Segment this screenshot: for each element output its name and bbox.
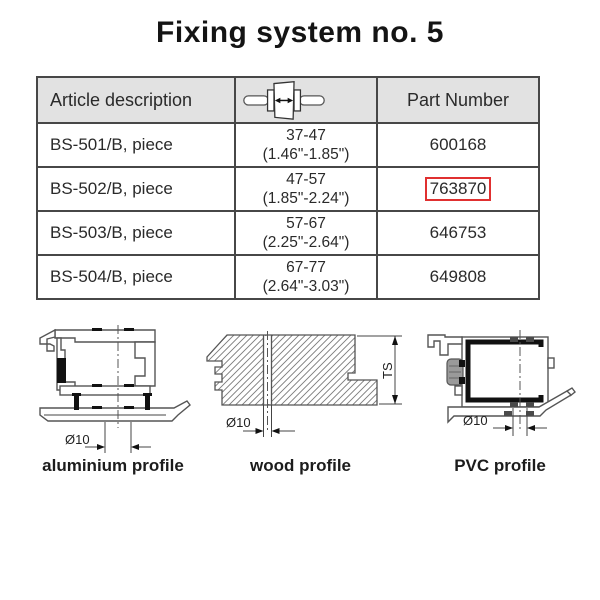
width-range-fixing-icon (243, 81, 325, 120)
steel-reinforcement (465, 339, 544, 403)
aluminium-profile-caption: aluminium profile (42, 456, 184, 475)
diameter-dimension: Ø10 (65, 422, 151, 453)
pvc-profile-caption: PVC profile (454, 456, 546, 475)
table-header-row: Article description Part Number (36, 76, 540, 124)
part-number-cell: 763870 (376, 166, 540, 212)
aluminium-profile-diagram: Ø10 (39, 325, 191, 453)
pvc-profile-diagram: Ø10 (427, 330, 576, 436)
range-inches: (2.25"-2.64") (262, 234, 350, 251)
table-row: BS-504/B, piece 67-77 (2.64"-3.03") 6498… (36, 254, 540, 300)
part-number-cell: 649808 (376, 254, 540, 300)
ts-label: TS (380, 362, 395, 379)
wood-section (206, 334, 378, 406)
range-mm: 57-67 (286, 215, 326, 232)
aluminium-frame-outline (39, 328, 191, 422)
range-mm: 37-47 (286, 127, 326, 144)
range-cell: 57-67 (2.25"-2.64") (234, 210, 378, 256)
range-inches: (1.85"-2.24") (262, 190, 350, 207)
wood-profile-diagram: TS Ø10 (206, 331, 402, 437)
hinge-connector (446, 358, 465, 386)
range-cell: 37-47 (1.46"-1.85") (234, 122, 378, 168)
parts-table: Article description Part Number BS-501/B… (36, 76, 540, 300)
diameter-dimension: Ø10 (226, 415, 295, 434)
header-part-number: Part Number (376, 76, 540, 124)
diameter-dimension: Ø10 (463, 408, 547, 436)
ts-dimension: TS (357, 335, 402, 405)
range-mm: 47-57 (286, 171, 326, 188)
gasket-hatch-marks (92, 328, 134, 409)
highlighted-part-number: 763870 (424, 177, 492, 201)
range-mm: 67-77 (286, 259, 326, 276)
part-number-cell: 600168 (376, 122, 540, 168)
screws (72, 393, 152, 410)
pvc-frame-outline (427, 334, 576, 424)
article-cell: BS-502/B, piece (36, 166, 236, 212)
range-inches: (1.46"-1.85") (262, 146, 350, 163)
gasket-marks (504, 337, 534, 416)
table-row: BS-501/B, piece 37-47 (1.46"-1.85") 6001… (36, 122, 540, 168)
wood-profile-caption: wood profile (249, 456, 352, 475)
gasket-block (57, 358, 66, 383)
range-cell: 47-57 (1.85"-2.24") (234, 166, 378, 212)
page-title: Fixing system no. 5 (156, 16, 444, 49)
header-range-icon-cell (234, 76, 378, 124)
article-cell: BS-501/B, piece (36, 122, 236, 168)
range-cell: 67-77 (2.64"-3.03") (234, 254, 378, 300)
table-row: BS-502/B, piece 47-57 (1.85"-2.24") 7638… (36, 166, 540, 212)
header-article-description: Article description (36, 76, 236, 124)
diameter-label: Ø10 (226, 415, 251, 430)
diameter-label: Ø10 (463, 413, 488, 428)
diameter-label: Ø10 (65, 432, 90, 447)
article-cell: BS-504/B, piece (36, 254, 236, 300)
part-number-cell: 646753 (376, 210, 540, 256)
range-inches: (2.64"-3.03") (262, 278, 350, 295)
table-row: BS-503/B, piece 57-67 (2.25"-2.64") 6467… (36, 210, 540, 256)
article-cell: BS-503/B, piece (36, 210, 236, 256)
